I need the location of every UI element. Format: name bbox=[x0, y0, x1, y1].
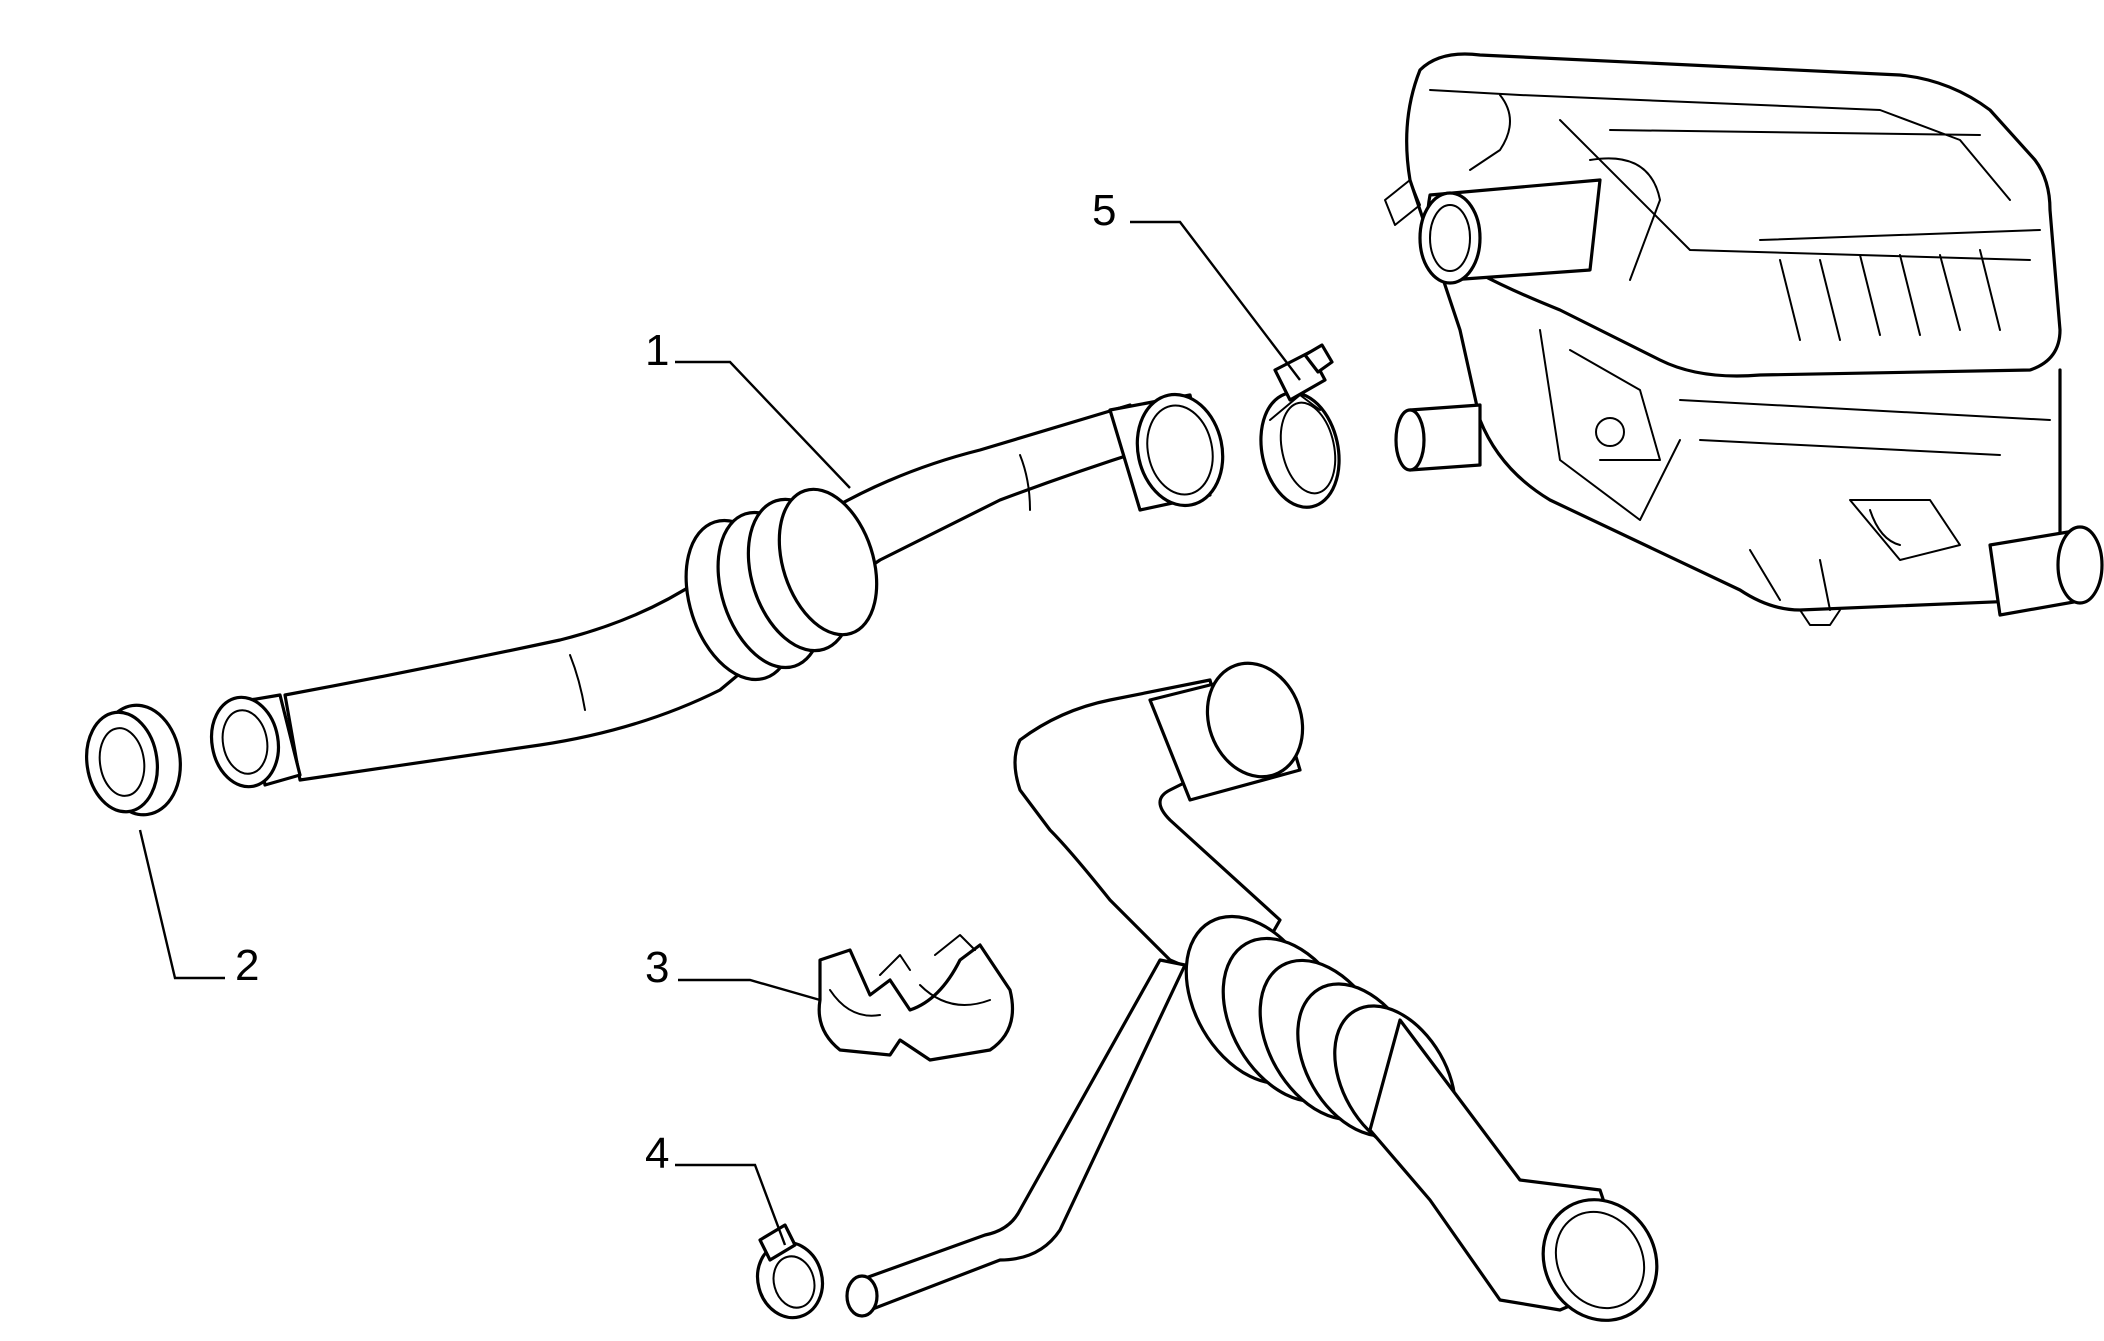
leader-lines bbox=[138, 220, 1301, 1246]
part-4-small-clamp bbox=[755, 1223, 825, 1320]
callout-1: 1 bbox=[645, 326, 669, 375]
leader-4 bbox=[675, 1163, 787, 1246]
callout-3: 3 bbox=[645, 943, 669, 992]
lower-air-hose bbox=[845, 661, 1659, 1322]
part-1-hose bbox=[209, 392, 1225, 789]
part-2-grommet bbox=[85, 703, 182, 817]
leader-3 bbox=[678, 978, 821, 1002]
leader-2 bbox=[138, 829, 225, 980]
leader-5 bbox=[1130, 220, 1301, 381]
callout-4: 4 bbox=[645, 1129, 669, 1178]
callout-5: 5 bbox=[1092, 186, 1116, 235]
callout-2: 2 bbox=[235, 941, 259, 990]
leader-1 bbox=[675, 360, 851, 489]
callout-labels: 1 2 3 4 5 bbox=[235, 186, 1116, 1178]
part-3-clip bbox=[817, 934, 1015, 1062]
air-filter-housing bbox=[1384, 52, 2104, 626]
part-5-clamp bbox=[1259, 343, 1341, 509]
